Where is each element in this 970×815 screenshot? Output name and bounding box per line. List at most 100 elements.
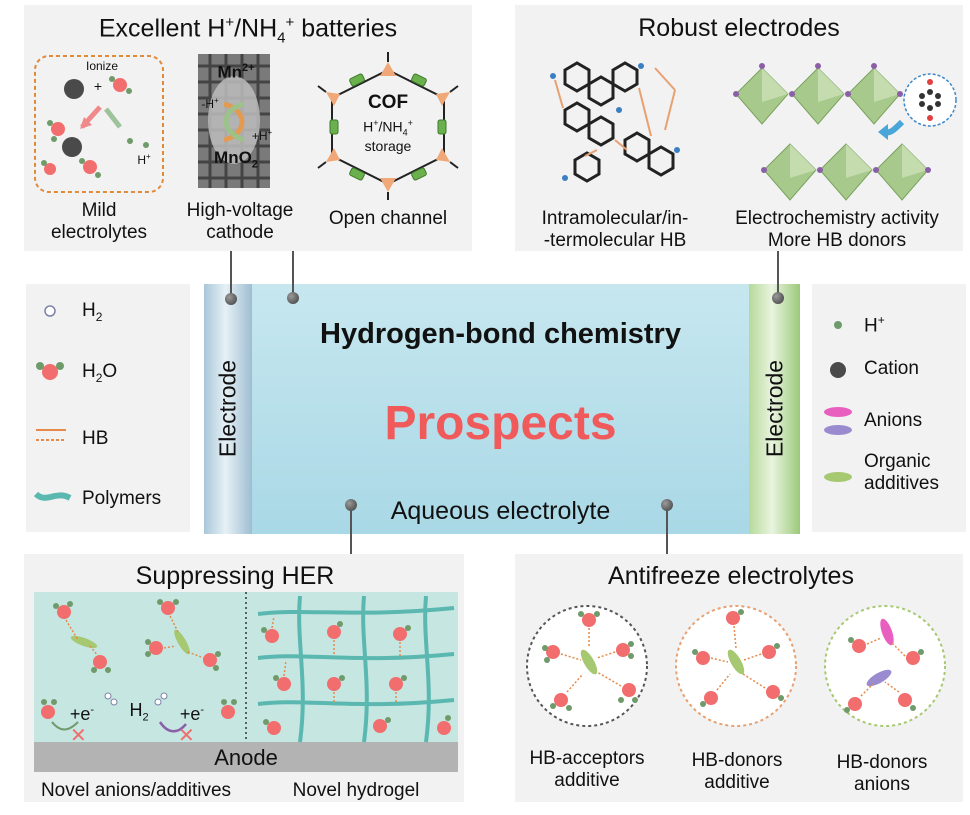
- water-molecule: [109, 76, 132, 94]
- water-molecule: [41, 160, 56, 175]
- electrode-right: [749, 284, 800, 534]
- legend-anions: Anions: [864, 410, 923, 431]
- her-illustration: ✕ ✕: [34, 592, 458, 772]
- octahedron: [735, 67, 789, 125]
- water-molecule: [327, 675, 345, 691]
- water-molecule: [726, 609, 744, 625]
- legend-left-icons: [33, 305, 72, 501]
- mild-electrolytes-label: Mild electrolytes: [24, 200, 174, 244]
- water-molecule: [273, 675, 291, 691]
- robust-right-line-2: More HB donors: [767, 229, 907, 251]
- aqueous-electrolyte-box: [204, 284, 800, 534]
- connector-line: [292, 251, 294, 297]
- legend-h2o-text: H: [82, 361, 96, 382]
- antifreeze-label-3-line-2: anions: [854, 773, 910, 795]
- water-molecule: [53, 601, 73, 619]
- her-e2-label: +e-: [172, 704, 212, 725]
- hplus-sup: +: [146, 152, 151, 161]
- her-h2-label: H2: [124, 700, 154, 724]
- robust-left-label: Intramolecular/in- -termolecular HB: [515, 208, 715, 252]
- legend-cation: Cation: [864, 358, 919, 379]
- legend-h2o-sub: 2: [95, 370, 103, 385]
- cation-sphere: [64, 79, 84, 99]
- antifreeze-label-3-line-1: HB-donors: [836, 752, 928, 773]
- her-e2-text: +e: [179, 704, 201, 724]
- water-molecule: [550, 693, 572, 711]
- water-molecule: [261, 627, 279, 643]
- cof-storage-h: H: [363, 118, 374, 135]
- electrode-right-label: Electrode: [761, 359, 788, 458]
- mn-text: Mn: [217, 62, 242, 82]
- antifreeze-title: Antifreeze electrolytes: [608, 562, 854, 590]
- her-e1-label: +e-: [62, 704, 102, 725]
- electrode-left-label: Electrode: [214, 359, 241, 458]
- water-molecule: [393, 625, 411, 641]
- polymer-icon: [33, 491, 72, 501]
- water-molecule: [898, 693, 916, 711]
- batteries-title-sup: +: [285, 14, 295, 31]
- antifreeze-label-2: HB-donors additive: [660, 750, 814, 794]
- water-molecule: [616, 641, 634, 659]
- water-molecule: [389, 675, 407, 691]
- legend-h2: H2: [82, 300, 102, 325]
- water-molecule: [327, 621, 343, 639]
- h-minus-text: -H: [201, 97, 214, 111]
- her-title: Suppressing HER: [135, 562, 335, 590]
- water-molecule: [762, 643, 780, 659]
- her-e1-sup: -: [90, 704, 95, 716]
- organic-additive-icon: [824, 472, 852, 482]
- connector-pin: [345, 499, 357, 511]
- antifreeze-label-2-line-2: additive: [704, 771, 770, 793]
- hplus-label: H+: [132, 152, 156, 168]
- robust-title: Robust electrodes: [638, 14, 840, 42]
- legend-h2-sub: 2: [95, 309, 103, 324]
- hb-line-icon: [36, 429, 66, 441]
- plus-sign: +: [93, 78, 103, 94]
- her-e2-sup: -: [200, 704, 205, 716]
- legend-h2o-end: O: [102, 361, 118, 382]
- antifreeze-label-1: HB-acceptors additive: [510, 748, 664, 792]
- mild-label-line-1: Mild: [81, 200, 117, 221]
- cation-icon: [830, 362, 846, 378]
- hb-network-illustration: [550, 61, 680, 183]
- legend-hplus-sup: +: [877, 313, 885, 327]
- her-left-label: Novel anions/additives: [40, 780, 232, 801]
- octahedron: [763, 143, 817, 201]
- her-h2-text: H: [129, 700, 143, 720]
- mno2-label: MnO2: [204, 148, 268, 171]
- cof-storage-nh: /NH: [378, 118, 403, 135]
- cof-storage-sub: 4: [402, 127, 408, 138]
- connector-line: [350, 507, 352, 554]
- connector-line: [777, 251, 779, 297]
- robust-left-line-1: Intramolecular/in-: [541, 208, 689, 229]
- mild-label-line-2: electrolytes: [50, 221, 148, 243]
- open-channel-label: Open channel: [328, 208, 448, 229]
- legend-hb: HB: [82, 428, 109, 449]
- cation-sphere: [62, 137, 82, 157]
- batteries-title-sub: 4: [277, 29, 286, 47]
- h-minus-label: -H+: [196, 96, 224, 112]
- electrode-left: [204, 284, 252, 534]
- h2-bubble-icon: [44, 305, 56, 317]
- connector-pin: [287, 292, 299, 304]
- legend-h2o: H2O: [82, 361, 117, 386]
- h-plus-label: +H+: [248, 128, 276, 144]
- her-h2-sub: 2: [142, 711, 149, 724]
- cathode-label-line-1: High-voltage: [186, 200, 294, 221]
- batteries-title-sup: +: [225, 14, 235, 31]
- proton: [143, 142, 149, 148]
- water-molecule: [47, 120, 65, 142]
- legend-hplus-text: H: [864, 315, 878, 337]
- water-molecule: [700, 691, 718, 707]
- cathode-mesh-illustration: [198, 54, 270, 188]
- legend-left-panel: [26, 284, 190, 532]
- her-e1-text: +e: [69, 704, 91, 724]
- batteries-title-mid: /NH: [234, 14, 278, 43]
- proton: [127, 138, 133, 144]
- anode-label: Anode: [214, 745, 278, 770]
- legend-organic-line-2: additives: [864, 472, 939, 494]
- cathode-label: High-voltage cathode: [170, 200, 310, 244]
- cof-hexagon-illustration: [317, 52, 459, 200]
- solvation-circle: [824, 605, 946, 727]
- cathode-label-line-2: cathode: [206, 221, 274, 243]
